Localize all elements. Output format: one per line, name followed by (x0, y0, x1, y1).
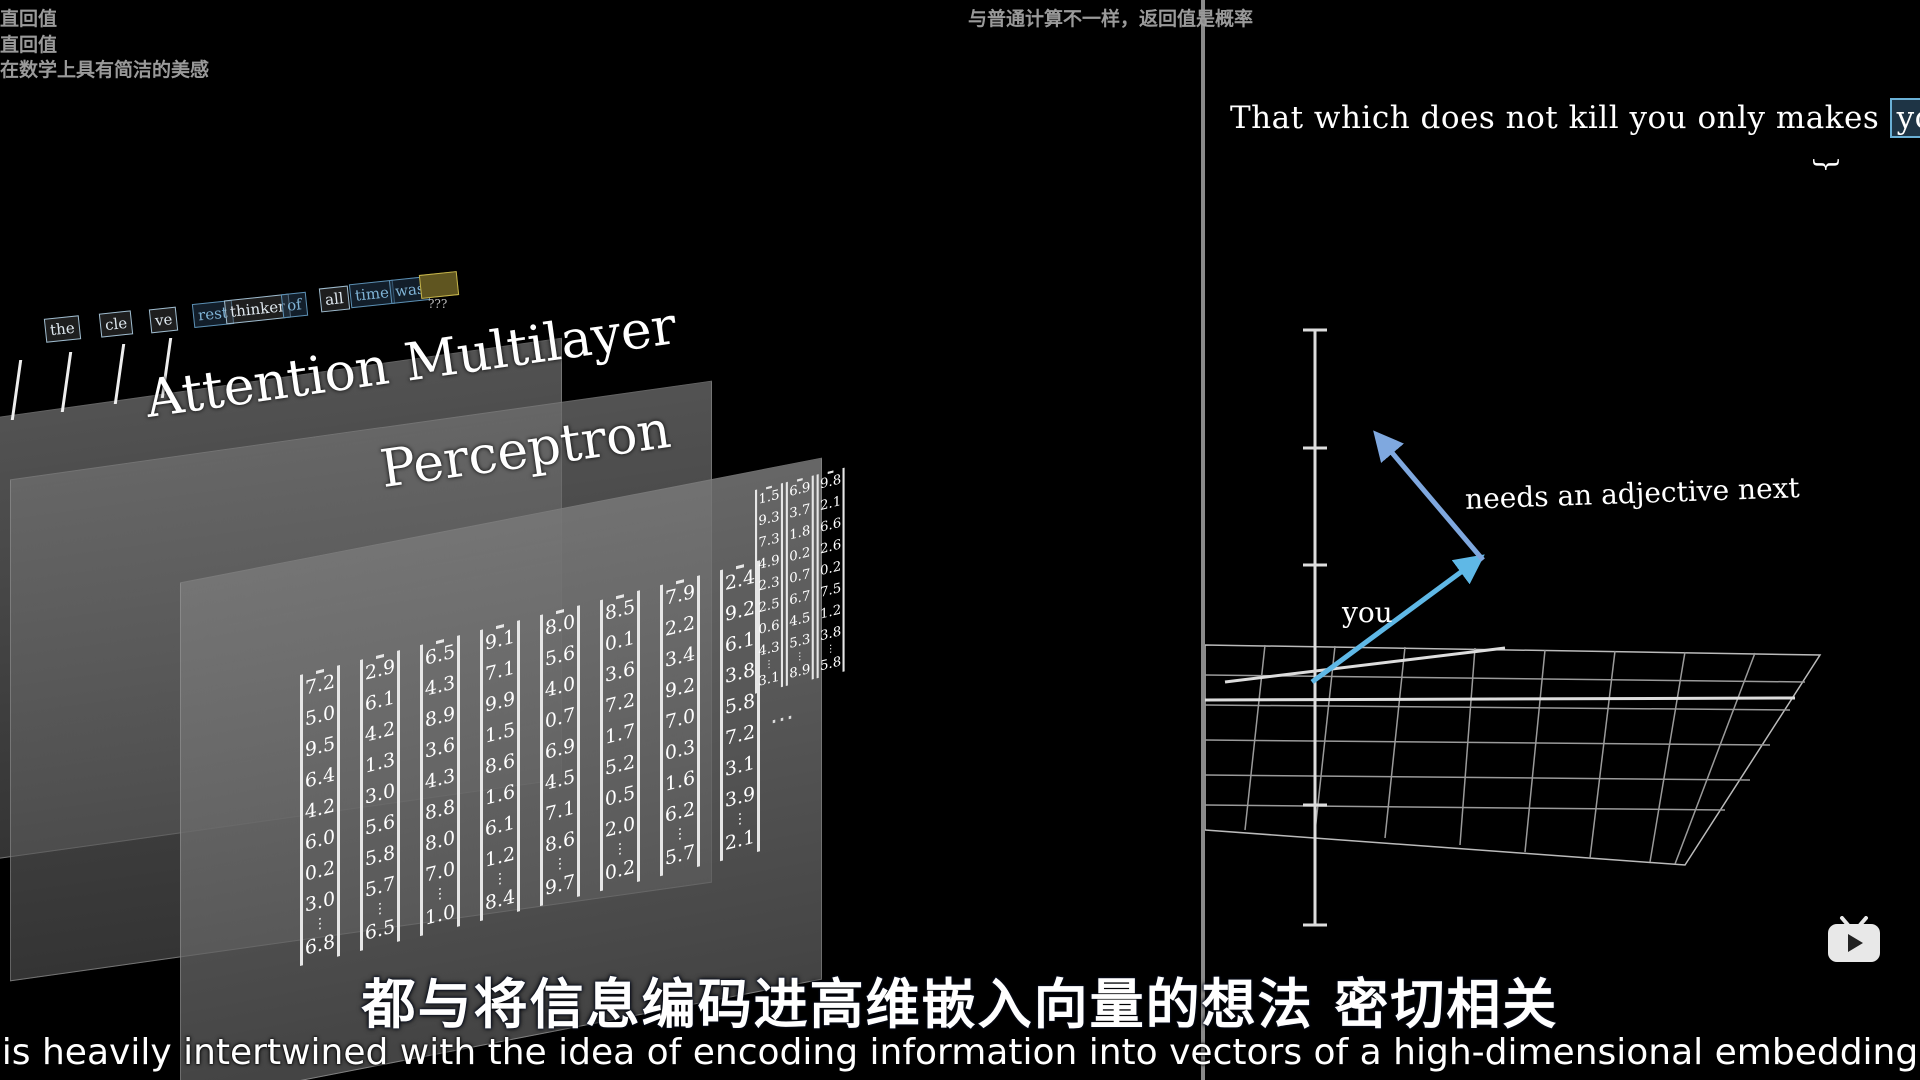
token: all (318, 285, 350, 313)
token: the (43, 315, 81, 343)
subtitle-english: is heavily intertwined with the idea of … (1, 1032, 1919, 1080)
embedding-3d-axes (1205, 328, 1822, 927)
subtitle-chinese: 都与将信息编码进高维嵌入向量的想法 密切相关 (361, 973, 1559, 1036)
axis-diagonal (1224, 646, 1506, 684)
danmaku-comment: 直回值 (0, 8, 58, 30)
matrix-column: 7.9 2.2 3.4 9.2 7.0 0.3 1.6 6.2 ⋮ 5.7 (660, 575, 700, 877)
token-row: the cle ve rest thinker of all time was … (0, 255, 470, 355)
unknown-token (418, 271, 460, 299)
matrix-column: 6.5 4.3 8.9 3.6 4.3 8.8 8.0 7.0 ⋮ 1.0 (420, 635, 460, 937)
sentence-text: That which does not kill you only makes (1230, 100, 1880, 136)
danmaku-comment: 在数学上具有简洁的美感 (0, 59, 210, 81)
token: of (280, 291, 308, 319)
matrix-column: 2.4 9.2 6.1 3.8 5.8 7.2 3.1 3.9 ⋮ 2.1 (720, 560, 760, 862)
matrix-column: 9.8 2.1 6.6 2.6 0.2 7.5 1.2 3.8 ⋮ 5.8 (816, 467, 845, 679)
transformer-scene: the cle ve rest thinker of all time was … (0, 0, 1200, 1080)
matrix-column: 6.9 3.7 1.8 0.2 0.7 6.7 4.5 5.3 ⋮ 8.9 (785, 475, 814, 687)
highlighted-word: you (1889, 98, 1920, 138)
token-line (10, 360, 23, 420)
grid-plane (1205, 644, 1822, 866)
matrix-value: 5.8 (820, 653, 842, 674)
matrix-column: 8.5 0.1 3.6 7.2 1.7 5.2 0.5 2.0 ⋮ 0.2 (600, 590, 640, 892)
brace-icon: } (1810, 155, 1844, 174)
bilibili-tv-icon (1828, 916, 1880, 962)
token: time (348, 279, 396, 309)
x-axis (1205, 696, 1796, 702)
scene-divider (1201, 0, 1205, 1080)
unknown-token-label: ??? (428, 297, 448, 311)
matrix-column: 7.2 5.0 9.5 6.4 4.2 6.0 0.2 3.0 ⋮ 6.8 (300, 665, 340, 966)
token-line (60, 352, 73, 412)
vector-next (1373, 430, 1485, 562)
matrix-ellipsis: ⋯ (770, 701, 794, 736)
matrix-column: 8.0 5.6 4.0 0.7 6.9 4.5 7.1 8.6 ⋮ 9.7 (540, 605, 580, 907)
vector-you (1310, 554, 1485, 685)
danmaku-comment: 直回值 (0, 34, 58, 56)
matrix-column: 1.5 9.3 7.3 4.9 2.3 2.5 0.6 4.3 ⋮ 3.1 (755, 483, 783, 694)
matrix-column: 9.1 7.1 9.9 1.5 8.6 1.6 6.1 1.2 ⋮ 8.4 (480, 620, 520, 922)
token: ve (148, 306, 179, 334)
vector-label-you: you (1342, 596, 1393, 629)
token: cle (98, 310, 134, 338)
matrix-column: 2.9 6.1 4.2 1.3 3.0 5.6 5.8 5.7 ⋮ 6.5 (360, 650, 400, 952)
example-sentence: That which does not kill you only makes … (1230, 98, 1920, 138)
danmaku-comment: 与普通计算不一样，返回值是概率 (968, 8, 1254, 30)
